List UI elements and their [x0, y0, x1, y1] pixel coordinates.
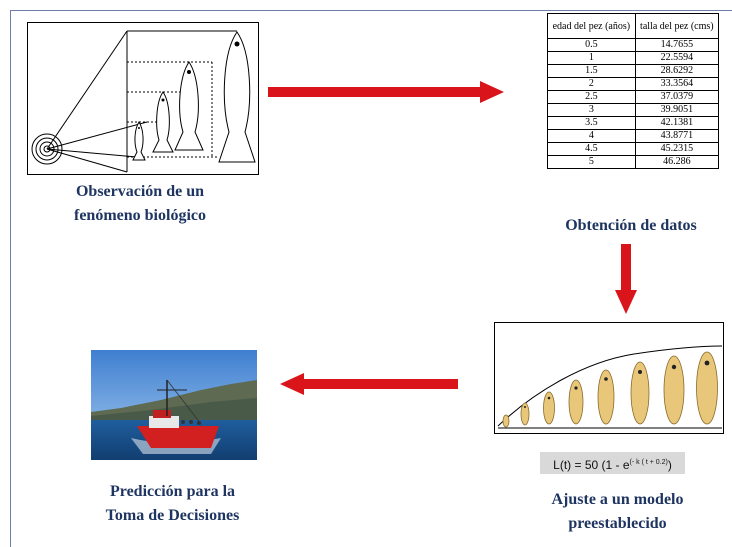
formula-close: ) [667, 458, 672, 472]
header-age: edad del pez (años) [547, 13, 636, 39]
length-cell: 42.1381 [634, 116, 720, 130]
length-cell: 28.6292 [634, 64, 720, 78]
data-table: edad del pez (años) talla del pez (cms) … [547, 13, 720, 169]
model-formula: L(t) = 50 (1 - e(- k ( t + 0.2)) [540, 452, 685, 474]
model-caption: Ajuste a un modelo preestablecido [520, 488, 715, 536]
length-cell: 14.7655 [634, 38, 720, 52]
arrow-right-1 [268, 81, 504, 103]
fishing-boat-photo [91, 350, 257, 460]
observation-caption-line-2: fenómeno biológico [74, 207, 206, 224]
length-cell: 37.0379 [634, 90, 720, 104]
age-cell: 1 [547, 51, 636, 65]
age-cell: 4.5 [547, 142, 636, 156]
age-cell: 4 [547, 129, 636, 143]
age-cell: 0.5 [547, 38, 636, 52]
prediction-caption-line-2: Toma de Decisiones [105, 507, 240, 524]
frame-top-line [10, 10, 732, 11]
age-cell: 2 [547, 77, 636, 91]
fish-curve-illustration [494, 322, 724, 434]
frame-left-line [10, 10, 11, 547]
header-length: talla del pez (cms) [634, 13, 720, 39]
age-cell: 2.5 [547, 90, 636, 104]
length-cell: 46.286 [634, 155, 720, 169]
model-caption-line-1: Ajuste a un modelo [551, 491, 684, 508]
table-header-row: edad del pez (años) talla del pez (cms) [547, 13, 720, 39]
prediction-caption: Predicción para la Toma de Decisiones [65, 480, 280, 528]
fish-growth-illustration [27, 22, 259, 175]
arrow-left [280, 373, 458, 395]
formula-base: L(t) = 50 (1 - e [553, 458, 630, 472]
age-cell: 3 [547, 103, 636, 117]
model-caption-line-2: preestablecido [568, 515, 667, 532]
observation-caption: Observación de un fenómeno biológico [40, 180, 240, 228]
length-cell: 39.9051 [634, 103, 720, 117]
observation-caption-line-1: Observación de un [75, 183, 204, 200]
length-cell: 22.5594 [634, 51, 720, 65]
formula-exponent: (- k ( t + 0.2) [629, 459, 668, 466]
data-caption: Obtención de datos [565, 217, 697, 234]
age-cell: 3.5 [547, 116, 636, 130]
prediction-caption-line-1: Predicción para la [109, 483, 236, 500]
length-cell: 45.2315 [634, 142, 720, 156]
age-cell: 5 [547, 155, 636, 169]
length-cell: 43.8771 [634, 129, 720, 143]
arrow-down [615, 244, 637, 314]
age-cell: 1.5 [547, 64, 636, 78]
length-cell: 33.3564 [634, 77, 720, 91]
